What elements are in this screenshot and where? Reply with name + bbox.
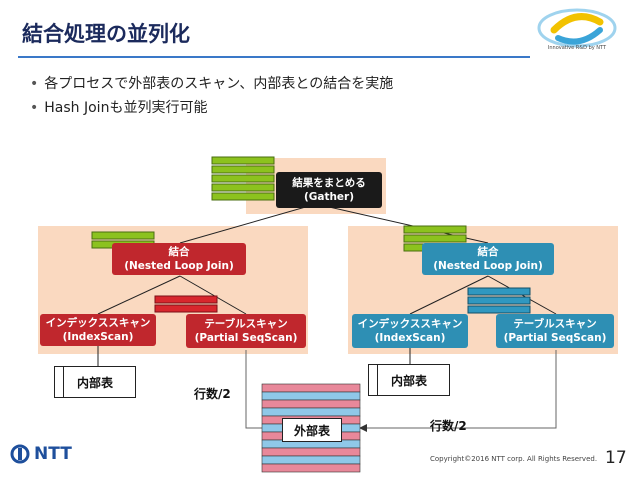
left-index-scan-label: インデックススキャン [45,317,151,329]
bullet-item: •各プロセスで外部表のスキャン、内部表との結合を実施 [30,76,394,92]
right-join-node: 結合 (Nested Loop Join) [422,243,554,275]
left-join-node: 結合 (Nested Loop Join) [112,243,246,275]
page-number: 17 [605,448,627,468]
right-index-scan-sublabel: (IndexScan) [374,332,446,344]
ntt-wordmark: NTT [34,444,72,464]
ntt-innovation-logo-icon [537,8,617,48]
right-seq-tuple-stack [467,287,531,314]
left-join-sublabel: (Nested Loop Join) [124,260,234,272]
ntt-footer-logo: NTT [10,444,72,464]
inner-table-right-label: 内部表 [390,373,427,388]
right-join-label: 結合 [477,246,499,258]
gather-label: 結果をまとめる [292,177,366,189]
left-join-label: 結合 [168,246,190,258]
left-seq-scan-sublabel: (Partial SeqScan) [194,332,298,344]
gather-sublabel: (Gather) [303,191,355,203]
outer-table-label-box: 外部表 [282,418,342,442]
right-seq-scan-label: テーブルスキャン [513,318,597,330]
right-join-sublabel: (Nested Loop Join) [433,260,543,272]
gather-node: 結果をまとめる (Gather) [276,172,382,208]
bullet-list: •各プロセスで外部表のスキャン、内部表との結合を実施 •Hash Joinも並列… [30,72,393,120]
inner-table-left-label: 内部表 [76,375,113,390]
title-underline [18,56,530,58]
inner-table-left: 内部表 [54,366,136,398]
table-divider [63,367,64,397]
slide-title: 結合処理の並列化 [22,22,190,46]
right-index-scan-label: インデックススキャン [357,318,463,330]
rows-left-label: 行数/2 [194,387,231,401]
left-seq-scan-node: テーブルスキャン (Partial SeqScan) [186,314,306,348]
bullet-text: 各プロセスで外部表のスキャン、内部表との結合を実施 [44,76,394,92]
left-seq-scan-label: テーブルスキャン [204,318,288,330]
inner-table-right: 内部表 [368,364,450,396]
left-index-scan-node: インデックススキャン (IndexScan) [40,314,156,346]
rows-right-label: 行数/2 [430,419,467,433]
table-divider [377,365,378,395]
left-seq-tuple-stack [154,295,218,313]
copyright-text: Copyright©2016 NTT corp. All Rights Rese… [430,455,598,463]
logo-caption: Innovative R&D by NTT [547,45,607,51]
ntt-mark-icon [10,444,30,464]
right-seq-scan-sublabel: (Partial SeqScan) [503,332,607,344]
bullet-item: •Hash Joinも並列実行可能 [30,100,208,116]
gather-tuple-stack [211,156,275,201]
right-seq-scan-node: テーブルスキャン (Partial SeqScan) [496,314,614,348]
bullet-text: Hash Joinも並列実行可能 [44,100,208,116]
right-index-scan-node: インデックススキャン (IndexScan) [352,314,468,348]
outer-table-label: 外部表 [293,423,330,438]
left-index-scan-sublabel: (IndexScan) [62,331,134,343]
